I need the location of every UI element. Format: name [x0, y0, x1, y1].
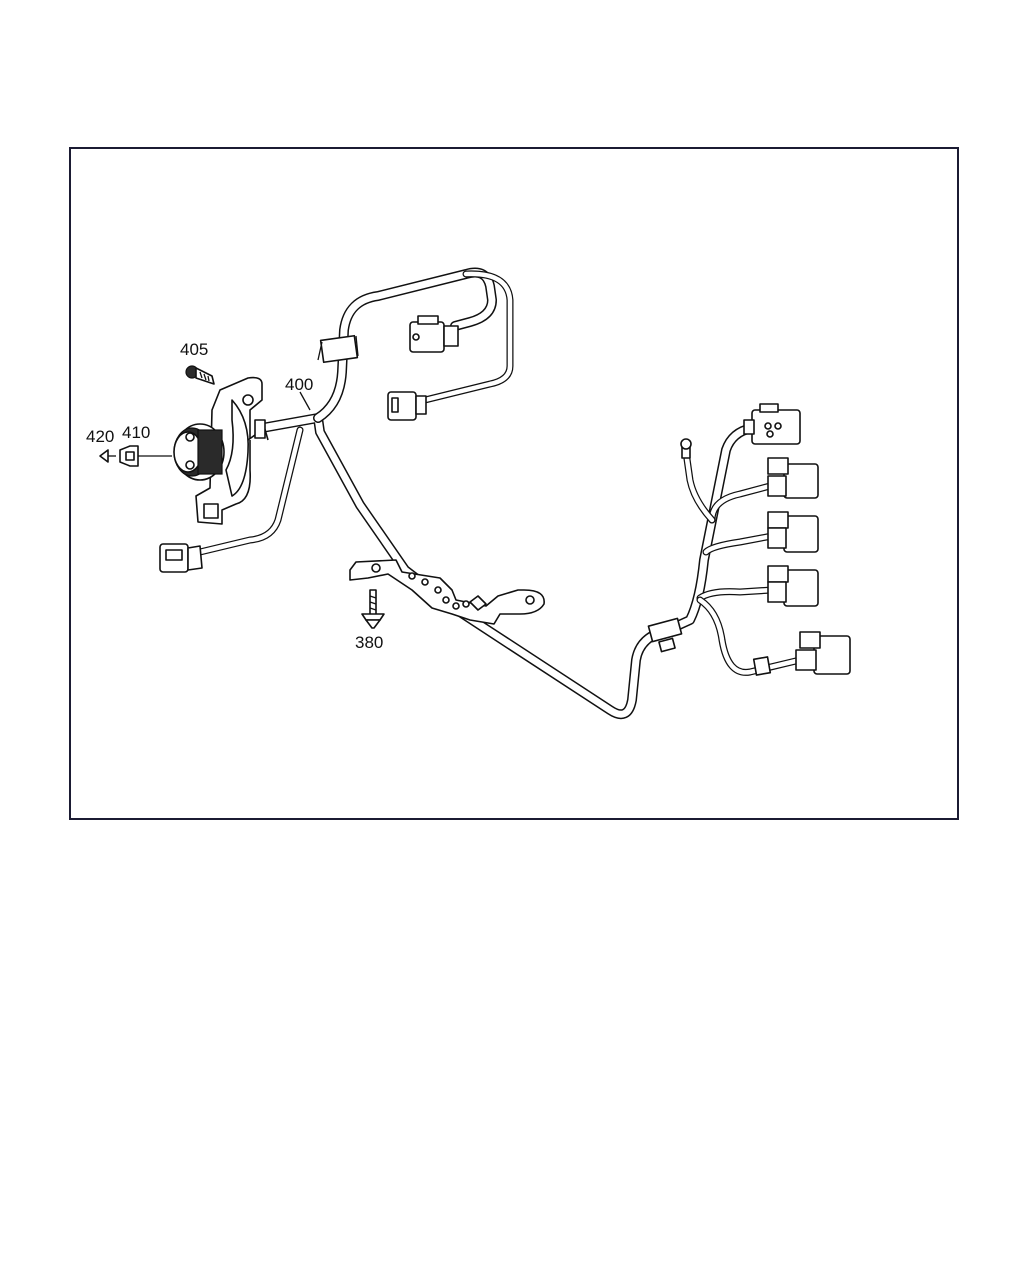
actuator-assembly — [173, 376, 269, 525]
part-label-380: 380 — [355, 633, 383, 652]
mounting-bracket — [349, 559, 545, 625]
connector-upper-1 — [409, 315, 459, 353]
part-label-410: 410 — [122, 423, 150, 442]
part-label-405: 405 — [180, 340, 208, 359]
screw-380-icon — [361, 589, 385, 629]
harness-right-branches — [682, 448, 804, 676]
harness-clip-right — [752, 656, 772, 676]
connector-right-4 — [767, 565, 819, 607]
harness-upper-loop — [313, 267, 514, 423]
label-leaders — [299, 391, 311, 411]
connector-right-5 — [795, 631, 851, 675]
connector-right-3 — [767, 511, 819, 553]
harness-main-trunk — [257, 413, 757, 720]
connector-upper-2 — [387, 391, 427, 421]
diagram-frame — [69, 147, 959, 820]
harness-clip-lower — [647, 617, 683, 653]
screw-405-icon — [185, 365, 215, 385]
pin-420-icon — [99, 449, 116, 463]
harness-clip-upper — [317, 334, 359, 364]
ground-terminal-icon — [680, 438, 692, 459]
part-label-420: 420 — [86, 427, 114, 446]
part-label-400: 400 — [285, 375, 313, 394]
connector-right-2 — [767, 457, 819, 499]
harness-left-branch — [196, 426, 304, 556]
connector-left — [159, 543, 203, 573]
connector-right-1 — [743, 403, 801, 445]
cap-410-icon — [119, 445, 172, 467]
